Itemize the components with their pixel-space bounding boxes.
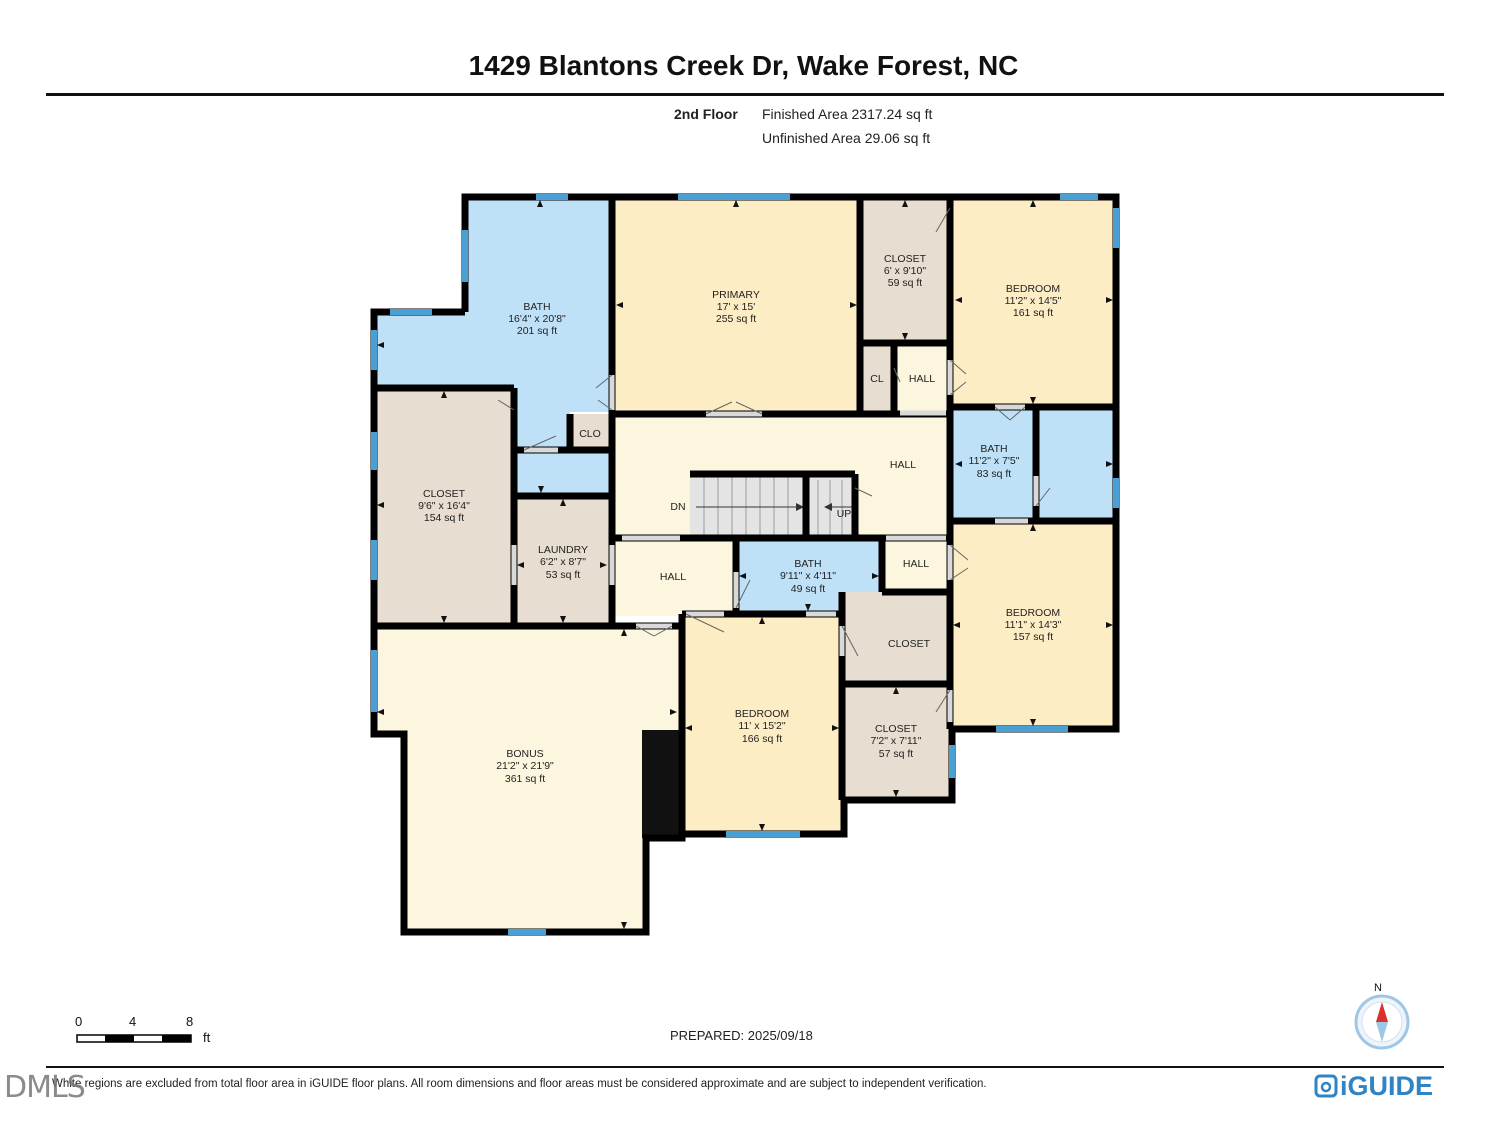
bonus-fill [374,626,680,932]
hall-right-name: HALL [903,558,929,570]
laundry-fill [514,496,610,626]
iguide-logo-icon [1314,1074,1338,1098]
bedroom-e-dims: 11'1" x 14'3" [1005,619,1062,631]
room-labels: BATH 16'4" x 20'8" 201 sq ft PRIMARY 17'… [418,253,1062,785]
compass-icon [1354,994,1410,1050]
door-gaps [511,360,1039,722]
bedroom-s-fill [682,616,844,834]
bonus-dims: 21'2" x 21'9" [496,760,554,772]
bath-east-area: 83 sq ft [977,468,1012,480]
scale-label-8: 8 [186,1014,194,1029]
compass-north-label: N [1374,982,1382,994]
windows [371,194,1119,935]
closet-left-dims: 9'6" x 16'4" [418,500,470,512]
page-title: 1429 Blantons Creek Dr, Wake Forest, NC [468,50,1019,81]
cl-fill [862,343,894,413]
bedroom-s-name: BEDROOM [735,708,789,720]
bedroom-e-area: 157 sq ft [1013,631,1053,643]
hall-small-top-fill [894,343,952,413]
closet-top-name: CLOSET [884,253,927,265]
unfinished-area: Unfinished Area 29.06 sq ft [762,130,931,146]
primary-fill [612,197,860,413]
hall-small-top-name: HALL [909,373,935,385]
mls-watermark: DMLS [4,1070,86,1105]
closet-top-dims: 6' x 9'10" [884,265,926,277]
scale-bar [76,1034,192,1043]
hall-left-name: HALL [660,571,686,583]
closet-top-fill [862,197,952,343]
closet-low-dims: 7'2" x 7'11" [871,735,922,747]
bath-mid-name: BATH [794,558,821,570]
bath-main-dims: 16'4" x 20'8" [508,313,566,325]
closet-left-name: CLOSET [423,488,466,500]
bedroom-s-area: 166 sq ft [742,733,782,745]
hall-right-fill [882,538,950,592]
bath-east-name: BATH [980,443,1007,455]
bedroom-ne-fill [952,197,1116,407]
footer-disclaimer: White regions are excluded from total fl… [52,1078,987,1090]
dimension-arrows [377,200,1113,929]
bath-main-area: 201 sq ft [517,325,557,337]
scale-label-4: 4 [129,1014,137,1029]
finished-area: Finished Area 2317.24 sq ft [762,106,933,122]
bath-mid-dims: 9'11" x 4'11" [780,570,836,582]
closet-left-area: 154 sq ft [424,512,464,524]
stairs-up-label: UP [837,508,852,520]
brand-logo: iGUIDE [1340,1071,1434,1101]
bedroom-ne-area: 161 sq ft [1013,307,1053,319]
bath-main-annex-fill [514,450,610,496]
bedroom-e-name: BEDROOM [1006,607,1060,619]
hall-center-name: HALL [890,459,916,471]
laundry-area: 53 sq ft [546,569,581,581]
closet-mid-name: CLOSET [888,638,931,650]
room-fills [374,197,1116,932]
closet-low-fill [844,684,952,800]
prepared-date: PREPARED: 2025/09/18 [670,1028,813,1043]
bath-main-name: BATH [523,301,550,313]
closet-low-area: 57 sq ft [879,748,914,760]
clo-fill [570,414,610,450]
stairs-dn-label: DN [670,501,685,513]
bath-east-dims: 11'2" x 7'5" [969,455,1020,467]
bedroom-ne-dims: 11'2" x 14'5" [1005,295,1062,307]
closet-left-fill [374,388,514,626]
bedroom-s-dims: 11' x 15'2" [738,720,786,732]
closet-top-area: 59 sq ft [888,277,923,289]
scale-label-0: 0 [75,1014,83,1029]
clo-name: CLO [579,428,601,440]
closet-low-name: CLOSET [875,723,918,735]
bedroom-e-fill [950,521,1116,729]
bonus-area: 361 sq ft [505,773,545,785]
primary-dims: 17' x 15' [717,301,755,313]
title-rule [46,93,1444,96]
laundry-dims: 6'2" x 8'7" [540,556,586,568]
bath-mid-area: 49 sq ft [791,583,826,595]
primary-name: PRIMARY [712,289,760,301]
bedroom-ne-name: BEDROOM [1006,283,1060,295]
hall-left-fill [612,538,736,616]
scale-unit: ft [203,1030,211,1045]
excluded-dark-region [642,730,682,838]
bonus-name: BONUS [506,748,543,760]
stair-treads [696,476,852,536]
door-swings [497,207,1051,713]
primary-area: 255 sq ft [716,313,756,325]
floor-label: 2nd Floor [674,106,738,122]
closet-mid-fill [842,592,950,684]
laundry-name: LAUNDRY [538,544,588,556]
footer-rule [46,1066,1444,1068]
cl-name: CL [870,373,884,385]
